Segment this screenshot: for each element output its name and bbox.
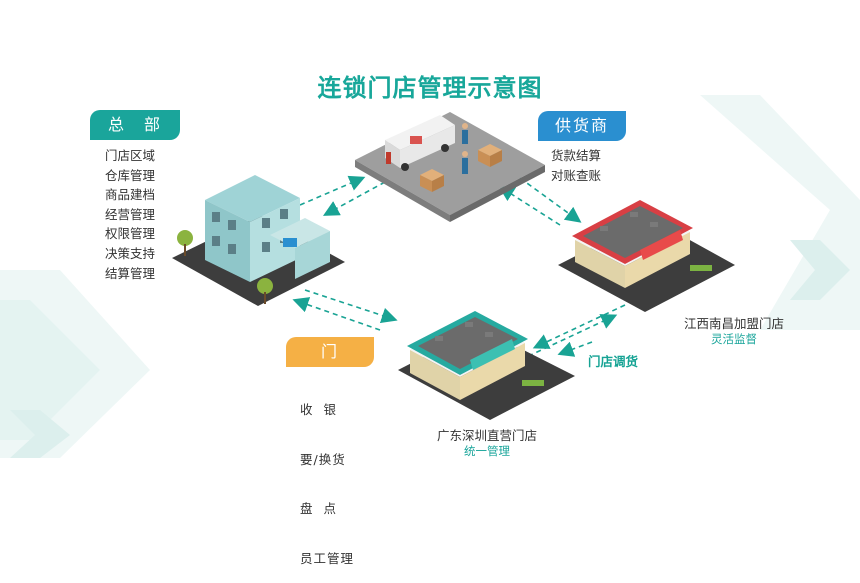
arrow-hq-to-direct [304,289,398,324]
list-item: 门店区域 [105,148,156,163]
flow-arrows [292,175,626,361]
diagram-scene [172,112,735,420]
supplier-warehouse-illustration [355,112,545,222]
list-item: 货款结算 [551,148,602,163]
direct-store-note: 统一管理 [464,444,510,458]
list-item: 决策支持 [105,245,156,261]
arrow-direct-to-franchise [519,314,618,361]
arrow-supplier-to-franchise [519,177,582,223]
supplier-function-list: 货款结算 对账查账 [551,146,601,185]
direct-store-illustration [398,311,575,420]
list-item: 盘 点 [300,501,337,517]
list-item: 结算管理 [105,265,156,281]
diagram-title: 连锁门店管理示意图 [317,74,543,102]
arrow-franchise-to-supplier [498,185,561,226]
arrow-direct-to-hq [292,297,381,331]
arrow-transfer [557,341,593,357]
store-transfer-label: 门店调货 [588,354,639,369]
list-item: 商品建档 [105,187,156,203]
franchise-store-note: 灵活监督 [711,332,757,346]
store-tag: 门店 [286,337,374,391]
list-item: 要/换货 [300,451,346,467]
list-item: 员工管理 [300,550,355,566]
list-item: 对账查账 [551,167,602,183]
arrow-hq-to-supplier [299,175,366,206]
list-item: 收 银 [300,402,337,417]
supplier-tag: 供货商 [538,111,626,141]
arrow-supplier-to-hq [322,181,386,216]
list-item: 仓库管理 [105,167,156,183]
franchise-store-name: 江西南昌加盟门店 [683,316,784,331]
store-function-list: 收 银 要/换货 盘 点 员工管理 [300,370,354,583]
arrow-franchise-to-direct [532,304,626,349]
headquarters-building-illustration [172,175,345,306]
franchise-store-illustration [558,200,735,312]
list-item: 经营管理 [105,206,156,222]
background-decoration [0,95,860,458]
direct-store-name: 广东深圳直营门店 [436,428,537,443]
headquarters-function-list: 门店区域 仓库管理 商品建档 经营管理 权限管理 决策支持 结算管理 [105,146,155,283]
headquarters-tag: 总部 [90,110,180,140]
list-item: 权限管理 [105,226,156,242]
